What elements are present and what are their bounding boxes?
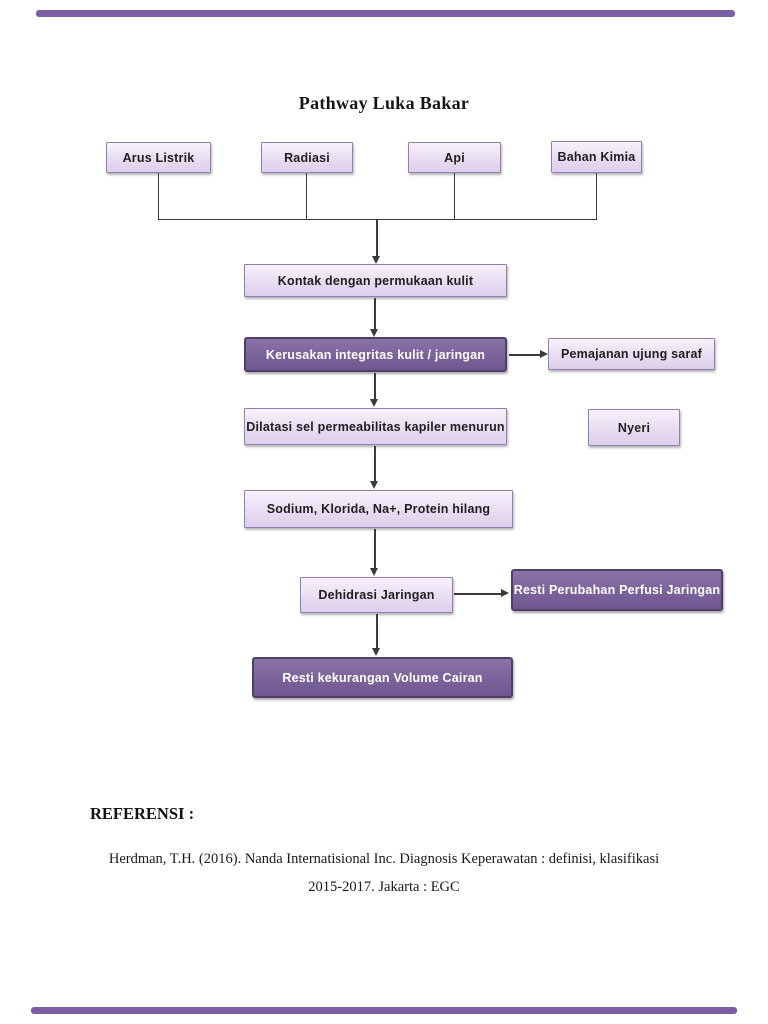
arrow-kontak-to-kerusakan: [369, 298, 380, 337]
connector-stub-api: [454, 173, 456, 220]
node-nyeri: Nyeri: [588, 409, 680, 446]
connector-stub-radiasi: [306, 173, 308, 220]
adjacent-page-edge-top: [36, 10, 735, 17]
node-api: Api: [408, 142, 501, 173]
arrow-to-kontak: [371, 220, 382, 264]
node-kerusakan-integritas: Kerusakan integritas kulit / jaringan: [244, 337, 507, 372]
node-dehidrasi-jaringan: Dehidrasi Jaringan: [300, 577, 453, 613]
arrow-dilatasi-to-sodium: [369, 446, 380, 489]
arrow-dehidrasi-to-cairan: [371, 614, 382, 656]
adjacent-page-edge-bottom: [31, 1007, 737, 1014]
node-bahan-kimia: Bahan Kimia: [551, 141, 642, 173]
arrow-kerusakan-to-dilatasi: [369, 373, 380, 407]
node-arus-listrik: Arus Listrik: [106, 142, 211, 173]
connector-stub-bahan: [596, 173, 598, 220]
node-resti-cairan: Resti kekurangan Volume Cairan: [252, 657, 513, 698]
reference-citation-line2: 2015-2017. Jakarta : EGC: [308, 879, 460, 895]
node-sodium-klorida: Sodium, Klorida, Na+, Protein hilang: [244, 490, 513, 528]
arrow-dehidrasi-to-perfusi: [454, 588, 509, 599]
arrow-kerusakan-to-pemajanan: [509, 349, 548, 360]
node-resti-perfusi: Resti Perubahan Perfusi Jaringan: [511, 569, 723, 611]
node-pemajanan-saraf: Pemajanan ujung saraf: [548, 338, 715, 370]
references-heading: REFERENSI :: [90, 804, 195, 823]
connector-line-horizontal: [158, 219, 597, 221]
page-title: Pathway Luka Bakar: [298, 93, 470, 113]
arrow-sodium-to-dehidrasi: [369, 529, 380, 576]
node-radiasi: Radiasi: [261, 142, 353, 173]
reference-citation-line1: Herdman, T.H. (2016). Nanda Internatisio…: [108, 851, 660, 867]
node-dilatasi-kapiler: Dilatasi sel permeabilitas kapiler menur…: [244, 408, 507, 445]
node-kontak-kulit: Kontak dengan permukaan kulit: [244, 264, 507, 297]
connector-stub-arus: [158, 173, 160, 220]
